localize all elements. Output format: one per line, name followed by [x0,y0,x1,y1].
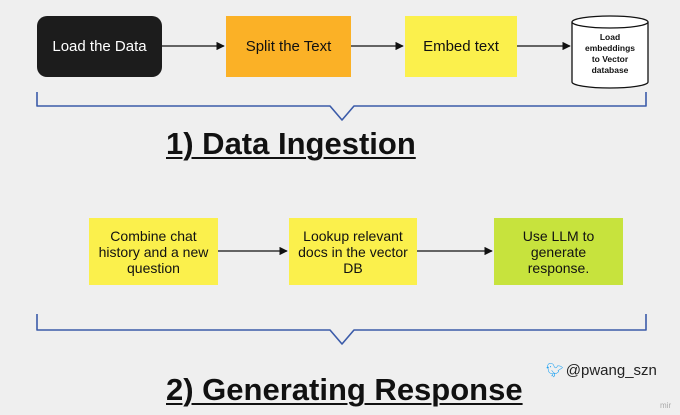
combine-line: question [127,259,180,276]
load-data-label: Load the Data [52,38,147,55]
db-label-line: database [591,65,629,75]
generation-bracket [36,314,647,345]
generate-response-box: Use LLM to generate response. [494,218,623,285]
lookup-line: docs in the vector [298,243,408,260]
db-label-line: Load [599,32,621,42]
db-label-line: to Vector [591,54,629,64]
embed-text-label: Embed text [423,38,499,55]
split-text-box: Split the Text [226,16,351,77]
embed-text-box: Embed text [405,16,517,77]
load-data-box: Load the Data [37,16,162,77]
author-handle: @pwang_szn [565,362,657,379]
generate-line: generate [530,243,587,260]
generating-response-heading: 2) Generating Response [166,372,523,407]
twitter-bird-icon: 🐦︎ [546,362,564,378]
combine-history-box: Combine chat history and a new question [89,218,218,285]
generate-line: Use LLM to [522,227,595,244]
db-label-line: embeddings [584,43,636,53]
lookup-line: Lookup relevant [303,227,403,244]
author-credit: 🐦︎@pwang_szn [546,362,657,379]
data-ingestion-heading: 1) Data Ingestion [166,126,416,161]
generate-line: response. [527,259,590,276]
database-cylinder-icon [571,15,649,89]
combine-line: Combine chat [110,227,197,244]
split-text-label: Split the Text [245,38,332,55]
vector-database-label: Load embeddings to Vector database [572,32,648,76]
corner-watermark: mir [660,401,672,410]
combine-line: history and a new [98,243,209,260]
lookup-line: DB [343,259,363,276]
lookup-docs-box: Lookup relevant docs in the vector DB [289,218,417,285]
ingestion-bracket [36,92,647,121]
